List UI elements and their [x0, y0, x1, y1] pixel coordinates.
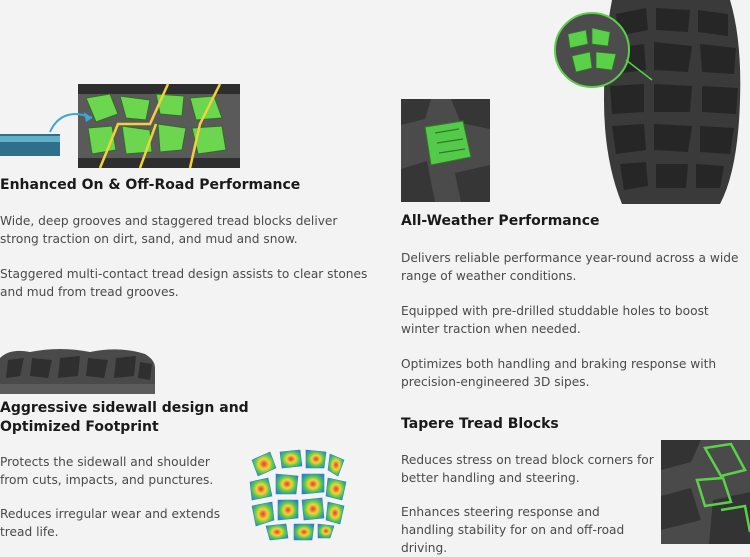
sidewall-paragraph-1: Protects the sidewall and shoulder from …	[0, 455, 214, 487]
section-title-tapered: Tapere Tread Blocks	[401, 416, 559, 432]
section-title-weather: All-Weather Performance	[401, 213, 600, 229]
tire-image	[552, 0, 750, 204]
tapered-block-image	[661, 440, 750, 544]
tapered-paragraph-2: Enhances steering response and handling …	[401, 505, 625, 555]
weather-paragraph-1: Delivers reliable performance year-round…	[401, 251, 739, 283]
tapered-paragraph-1: Reduces stress on tread block corners fo…	[401, 453, 654, 485]
sidewall-paragraph-2: Reduces irregular wear and extends tread…	[0, 507, 221, 539]
section-title-sidewall: Aggressive sidewall design and Optimized…	[0, 400, 249, 435]
weather-paragraph-2: Equipped with pre-drilled studdable hole…	[401, 304, 709, 336]
footprint-pressure-map	[246, 446, 348, 542]
weather-paragraph-3: Optimizes both handling and braking resp…	[401, 357, 717, 389]
offroad-paragraph-2: Staggered multi-contact tread design ass…	[0, 267, 368, 299]
offroad-paragraph-1: Wide, deep grooves and staggered tread b…	[0, 214, 338, 246]
sipe-closeup-image	[401, 99, 490, 202]
sidewall-illustration	[0, 348, 155, 394]
tread-groove-illustration	[0, 84, 240, 168]
section-title-offroad: Enhanced On & Off-Road Performance	[0, 177, 301, 193]
